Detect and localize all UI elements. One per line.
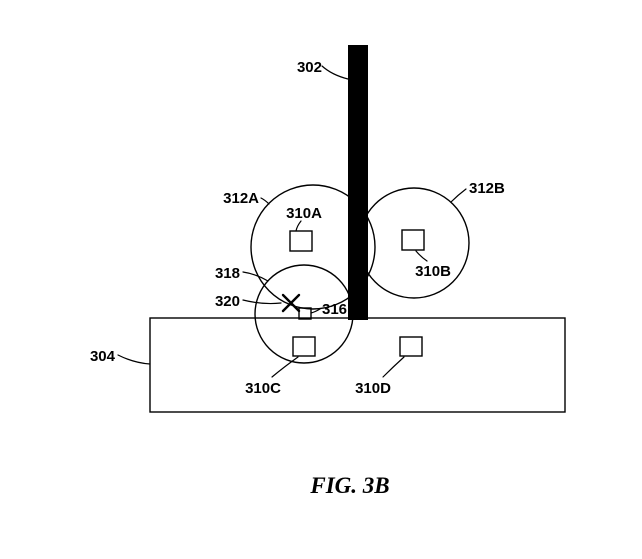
square-310D <box>399 336 423 357</box>
figure-caption: FIG. 3B <box>309 473 389 498</box>
square-310C <box>292 336 316 357</box>
leader-310C <box>271 356 299 378</box>
x-marker-320 <box>281 293 301 313</box>
leader-312A <box>260 197 270 205</box>
square-310A <box>289 230 313 252</box>
label-312A: 312A <box>223 190 259 207</box>
leader-304 <box>117 354 151 365</box>
label-316: 316 <box>322 301 347 318</box>
leader-310B <box>415 250 428 262</box>
label-318: 318 <box>215 265 240 282</box>
label-302: 302 <box>297 59 322 76</box>
label-310C: 310C <box>245 380 281 397</box>
label-320: 320 <box>215 293 240 310</box>
leader-302 <box>321 65 349 80</box>
leader-320 <box>242 299 282 305</box>
label-310D: 310D <box>355 380 391 397</box>
leader-312B <box>450 188 467 203</box>
base-rectangle-304 <box>149 317 566 413</box>
leader-310A <box>295 220 302 232</box>
vertical-bar-302 <box>348 45 368 320</box>
leader-318 <box>242 271 269 282</box>
circle-312B <box>358 187 470 299</box>
circle-312A <box>250 184 376 310</box>
label-310B: 310B <box>415 263 451 280</box>
square-310B <box>401 229 425 251</box>
circle-318 <box>254 264 354 364</box>
label-310A: 310A <box>286 205 322 222</box>
leader-310D <box>382 356 405 378</box>
label-312B: 312B <box>469 180 505 197</box>
leader-316 <box>310 308 321 314</box>
label-304: 304 <box>90 348 116 365</box>
